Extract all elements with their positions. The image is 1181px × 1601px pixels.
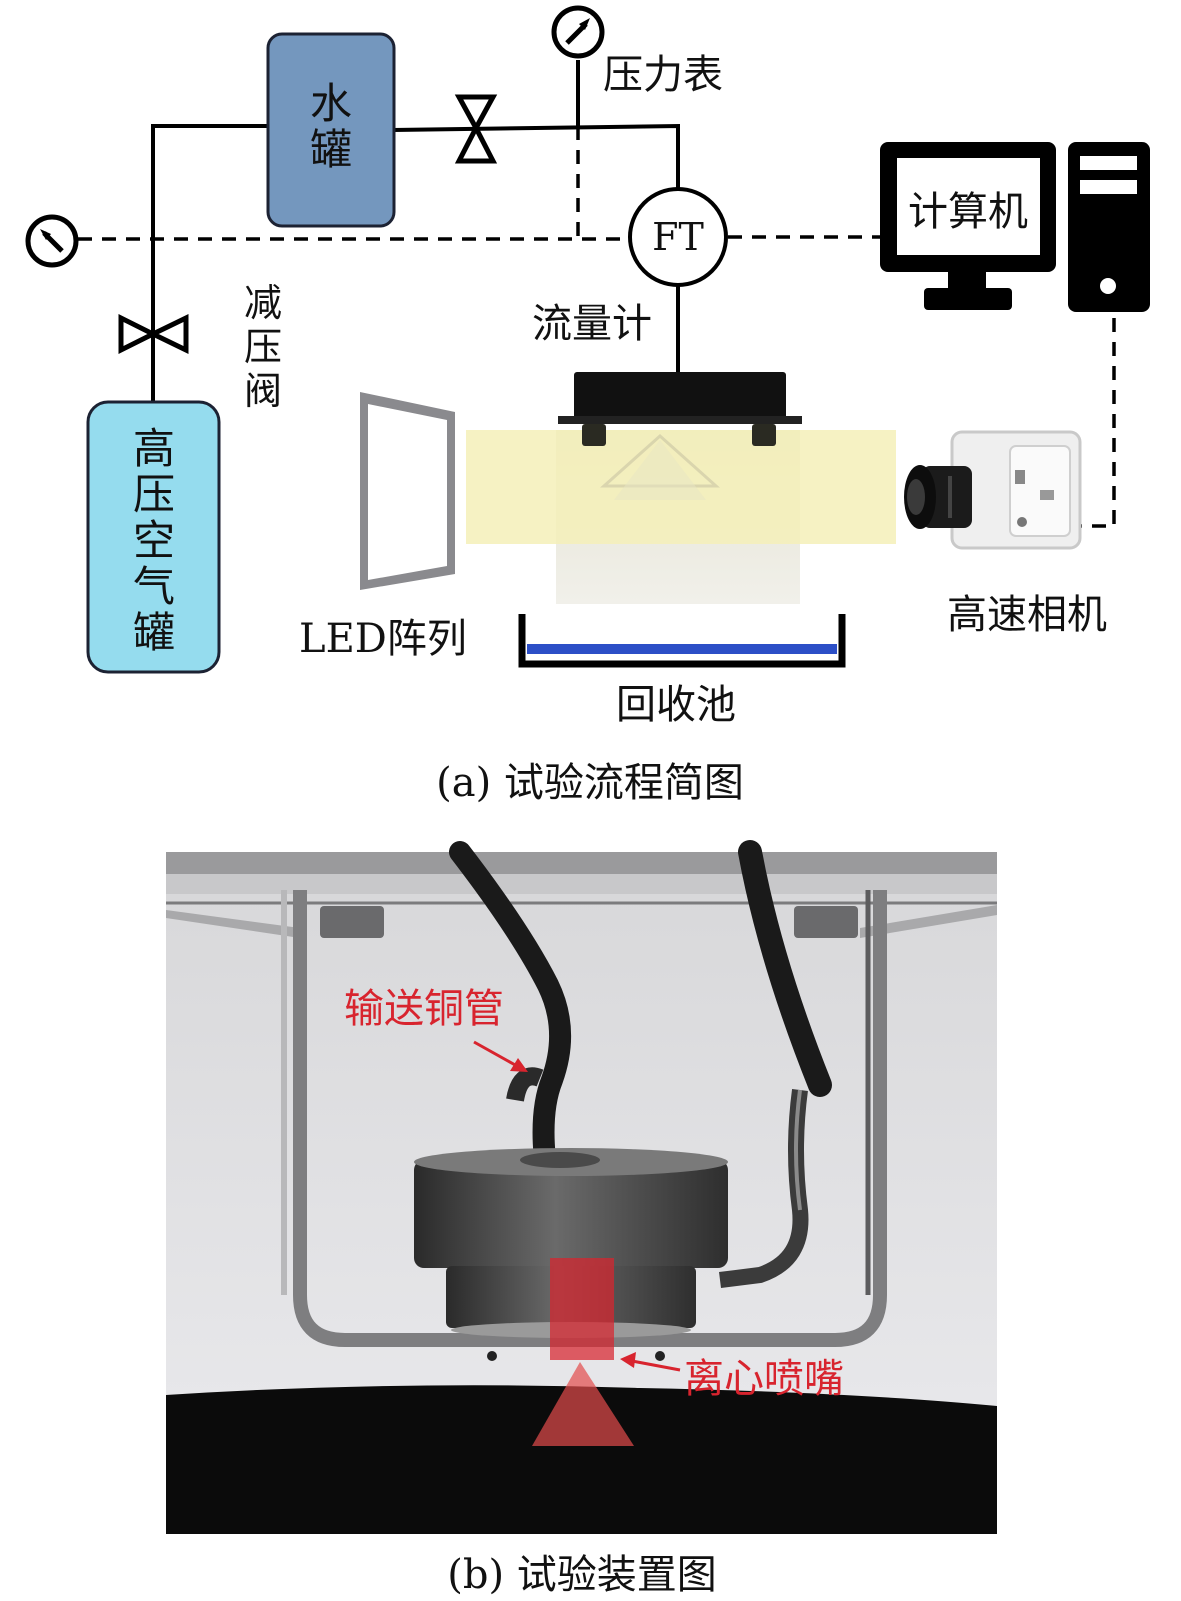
centrifugal-nozzle-label: 离心喷嘴 xyxy=(684,1356,844,1402)
apparatus-photo: 输送铜管 离心喷嘴 xyxy=(166,840,997,1534)
led-array-label: LED阵列 xyxy=(299,616,467,662)
copper-pipe-arrow xyxy=(473,1040,528,1072)
led-array-icon xyxy=(360,392,455,590)
svg-text:压: 压 xyxy=(133,470,175,519)
top-pressure-gauge-icon xyxy=(551,5,605,59)
flow-meter-symbol: FT xyxy=(652,215,704,259)
process-diagram: 水 罐 压力表 FT 流量计 xyxy=(25,5,1150,806)
left-pressure-gauge-icon xyxy=(25,214,79,268)
high-speed-camera-label: 高速相机 xyxy=(947,592,1107,638)
computer-icon: 计算机 xyxy=(880,142,1150,312)
svg-text:压: 压 xyxy=(244,325,282,369)
copper-pipe-label: 输送铜管 xyxy=(344,986,504,1032)
caption-b: (b) 试验装置图 xyxy=(447,1552,717,1598)
flow-meter-icon: FT xyxy=(628,187,728,287)
svg-text:空: 空 xyxy=(133,516,175,565)
flow-meter-label: 流量计 xyxy=(532,301,652,347)
water-tank-label-2: 罐 xyxy=(310,125,352,174)
svg-text:阀: 阀 xyxy=(244,369,282,413)
air-tank: 高 压 空 气 罐 xyxy=(86,400,221,674)
signal-lines xyxy=(78,126,1116,528)
svg-text:气: 气 xyxy=(133,562,175,611)
spray-chamber xyxy=(466,372,896,604)
recovery-pool-label: 回收池 xyxy=(616,682,736,728)
pressure-gauge-label: 压力表 xyxy=(603,52,723,98)
left-valve-icon xyxy=(118,313,189,355)
computer-label: 计算机 xyxy=(908,189,1028,235)
caption-a: (a) 试验流程简图 xyxy=(436,760,744,806)
water-tank: 水 罐 xyxy=(266,32,396,228)
nozzle-arrow xyxy=(620,1352,681,1372)
svg-text:减: 减 xyxy=(244,281,282,325)
high-speed-camera-icon xyxy=(904,430,1082,550)
pipelines xyxy=(151,60,680,402)
svg-text:高: 高 xyxy=(133,424,175,473)
svg-text:罐: 罐 xyxy=(133,608,175,657)
top-valve-icon xyxy=(454,94,498,164)
water-tank-label-1: 水 xyxy=(310,79,352,128)
recovery-pool xyxy=(518,614,846,668)
pressure-reducing-valve-label: 减 压 阀 xyxy=(244,281,282,413)
